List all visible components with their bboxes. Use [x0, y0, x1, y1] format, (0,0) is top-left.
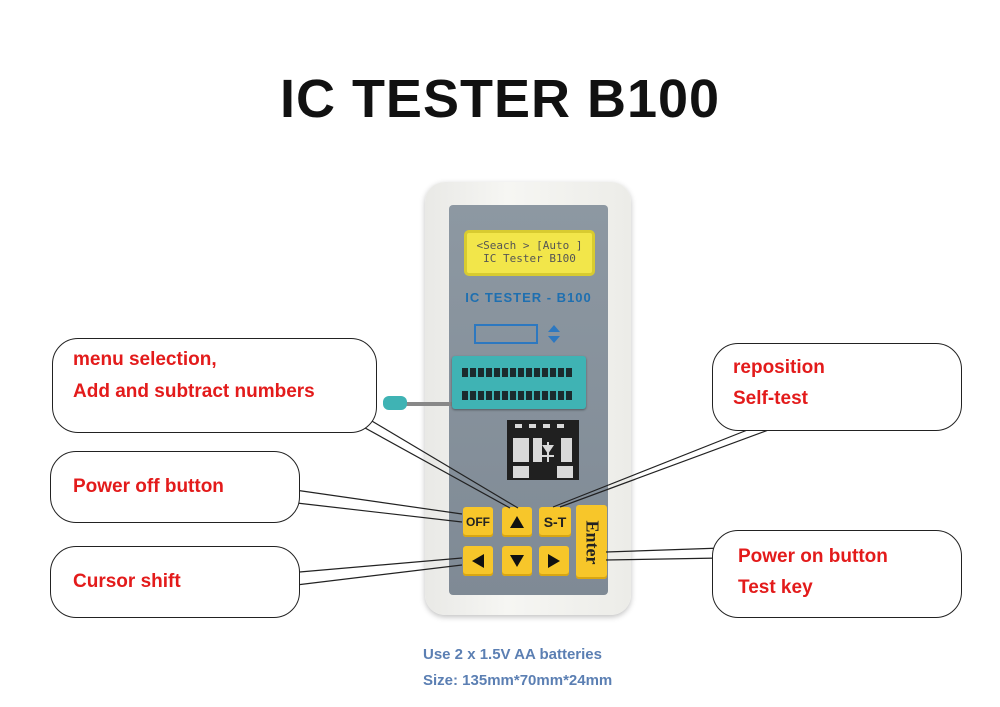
callout-power-off-line-1: Power off button	[73, 476, 224, 497]
off-button[interactable]: OFF	[463, 507, 493, 537]
enter-button[interactable]: Enter	[576, 505, 607, 579]
triangle-up-icon	[510, 516, 524, 528]
callout-power-off: Power off button	[50, 451, 300, 523]
lcd-line-2: IC Tester B100	[483, 252, 576, 265]
callout-reposition-line-2: Self-test	[733, 388, 808, 409]
callout-power-on-line-1: Power on button	[738, 546, 888, 567]
callout-menu-line-1: menu selection,	[73, 349, 217, 370]
power-off-connector	[287, 488, 463, 515]
cursor-connector	[287, 557, 463, 574]
self-test-button[interactable]: S-T	[539, 507, 571, 537]
callout-reposition-line-1: reposition	[733, 357, 825, 378]
lever-up-arrow-icon	[548, 325, 560, 332]
component-test-pad	[507, 420, 579, 480]
triangle-left-icon	[472, 554, 484, 568]
callout-reposition: reposition Self-test	[712, 343, 962, 431]
zif-socket	[452, 356, 586, 409]
reposition-connector	[552, 424, 761, 508]
callout-menu: menu selection, Add and subtract numbers	[52, 338, 377, 433]
size-info: Size: 135mm*70mm*24mm	[423, 672, 613, 689]
down-button[interactable]	[502, 546, 532, 576]
lever-indicator-box	[474, 324, 538, 344]
device-label: IC TESTER - B100	[465, 290, 592, 305]
callout-power-on: Power on button Test key	[712, 530, 962, 618]
triangle-down-icon	[510, 555, 524, 567]
lever-down-arrow-icon	[548, 336, 560, 343]
callout-power-on-line-2: Test key	[738, 577, 813, 598]
page-title: IC TESTER B100	[279, 69, 721, 129]
lcd-line-1: <Seach > [Auto ]	[476, 239, 583, 252]
triangle-right-icon	[548, 554, 560, 568]
callout-menu-line-2: Add and subtract numbers	[73, 381, 315, 402]
socket-pins-bottom-row	[462, 391, 574, 400]
battery-info: Use 2 x 1.5V AA batteries	[423, 646, 602, 663]
left-button[interactable]	[463, 546, 493, 576]
zif-lever-knob[interactable]	[383, 396, 407, 410]
lcd-display: <Seach > [Auto ] IC Tester B100	[464, 230, 595, 276]
socket-pins-top-row	[462, 368, 574, 377]
right-button[interactable]	[539, 546, 569, 576]
callout-cursor-line-1: Cursor shift	[73, 571, 181, 592]
callout-cursor: Cursor shift	[50, 546, 300, 618]
power-on-connector	[605, 547, 723, 553]
zif-lever[interactable]	[406, 402, 456, 406]
up-button[interactable]	[502, 507, 532, 537]
diode-symbol-icon	[542, 442, 554, 462]
